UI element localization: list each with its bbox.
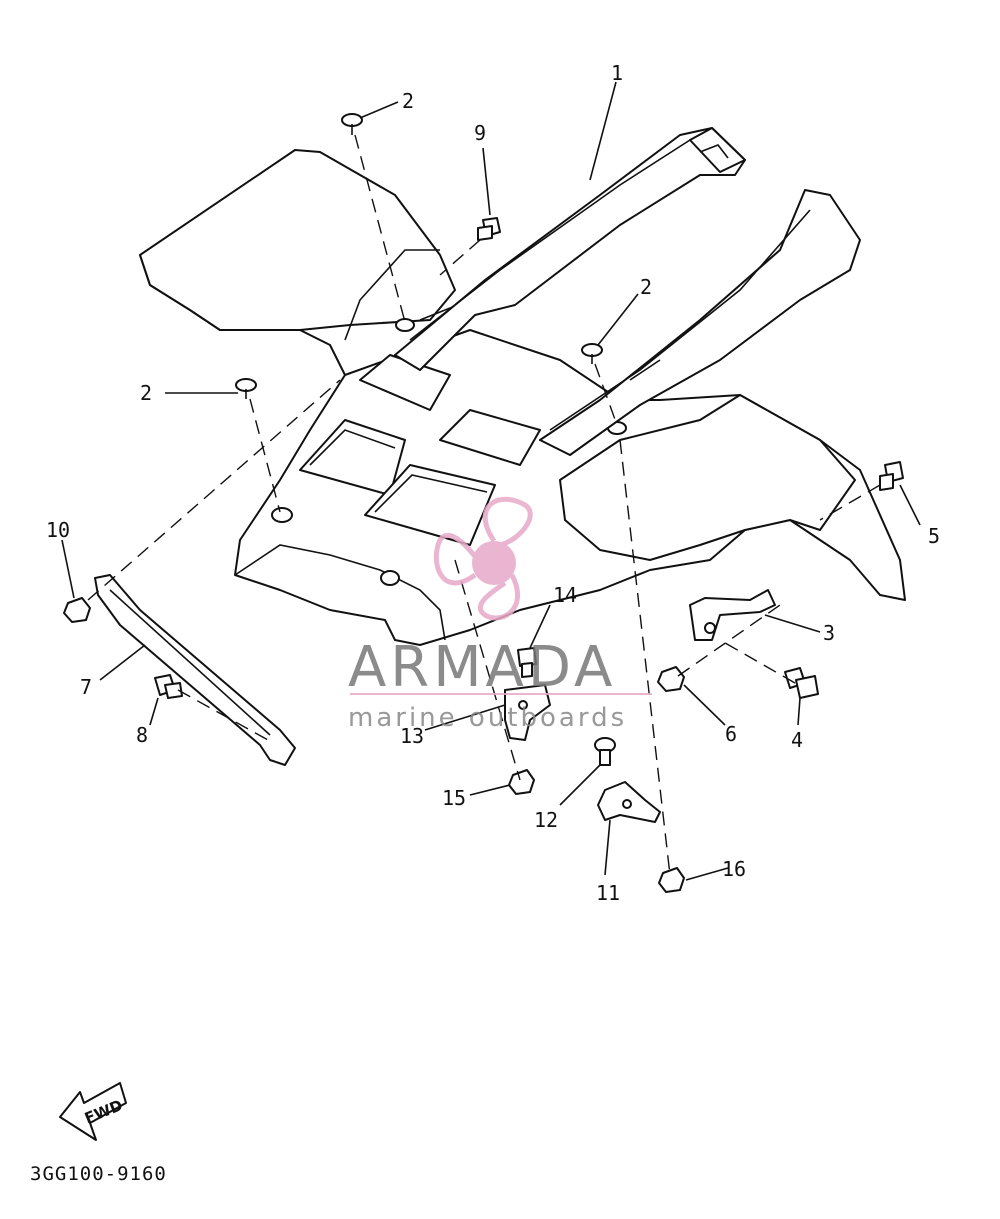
nut-16	[658, 867, 685, 893]
bracket-3	[689, 589, 776, 641]
bolt-14	[517, 647, 537, 678]
callout-13: 13	[400, 724, 424, 748]
callout-6: 6	[725, 722, 737, 746]
assembly-lines	[87, 134, 881, 876]
callout-12: 12	[534, 808, 558, 832]
callout-8: 8	[136, 723, 148, 747]
callout-numbers: 1 2 9 2 2 10 5 14 3 7 8 13 6 4 15 12 16 …	[46, 61, 940, 905]
nut-10	[63, 597, 91, 623]
callout-10: 10	[46, 518, 70, 542]
bracket-13	[504, 684, 551, 741]
callout-1: 1	[611, 61, 623, 85]
screw-2-top	[341, 113, 363, 135]
callout-2-right: 2	[640, 275, 652, 299]
bracket-11	[597, 781, 661, 823]
part-code: 3GG100-9160	[30, 1163, 167, 1185]
callout-11: 11	[596, 881, 620, 905]
callout-14: 14	[553, 583, 577, 607]
fasteners	[63, 113, 904, 893]
callout-9: 9	[474, 121, 486, 145]
bolt-9	[477, 217, 501, 241]
callout-2-left: 2	[140, 381, 152, 405]
callout-4: 4	[791, 728, 803, 752]
grab-rail-right	[539, 189, 861, 456]
callout-3: 3	[823, 621, 835, 645]
watermark-tagline: marine outboards	[348, 703, 627, 733]
watermark: ARMADA marine outboards	[348, 496, 652, 733]
bolt-4	[784, 667, 819, 699]
fwd-arrow: FWD	[59, 1082, 127, 1141]
callout-16: 16	[722, 857, 746, 881]
callout-2-top: 2	[402, 89, 414, 113]
rear-fender	[139, 149, 906, 646]
grab-rail-left	[394, 127, 746, 371]
stay-bar	[94, 574, 296, 766]
callout-leaders	[61, 81, 921, 881]
nut-6	[657, 666, 685, 692]
bolt-12	[594, 737, 616, 766]
propeller-logo	[433, 496, 533, 621]
screw-2-right	[581, 343, 603, 364]
callout-5: 5	[928, 524, 940, 548]
watermark-brand: ARMADA	[348, 635, 616, 700]
callout-7: 7	[80, 675, 92, 699]
bolt-5	[879, 461, 904, 491]
nut-15	[508, 769, 535, 795]
callout-15: 15	[442, 786, 466, 810]
screw-2-left	[235, 378, 257, 399]
bolt-8	[154, 674, 183, 699]
